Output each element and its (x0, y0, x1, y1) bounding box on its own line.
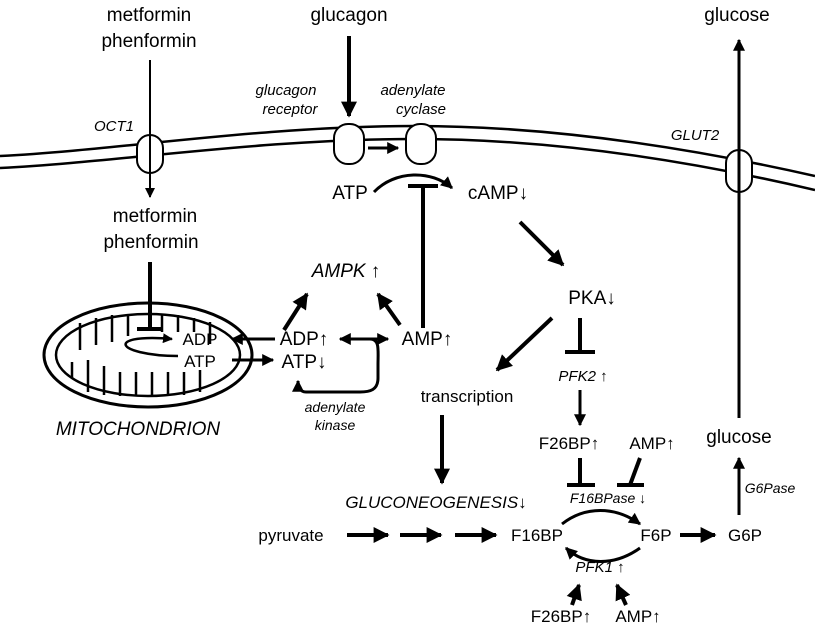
amp-label-bottom: AMP↑ (615, 607, 660, 626)
pyruvate-label: pyruvate (258, 526, 323, 545)
f26bp-activates-pfk1 (566, 583, 582, 606)
phenformin-in-label: phenformin (103, 232, 198, 253)
camp-label: cAMP↓ (468, 183, 528, 204)
atp-label: ATP (332, 183, 368, 204)
pfk2-label: PFK2 ↑ (558, 368, 607, 385)
f16bp-label: F16BP (511, 526, 563, 545)
adenylate-cyclase-label-1: adenylate (380, 82, 445, 99)
mitochondrion (42, 301, 254, 409)
pka-label: PKA↓ (568, 288, 616, 309)
glucagon-label: glucagon (310, 5, 387, 26)
gluconeogenesis-label: GLUCONEOGENESIS↓ (345, 493, 526, 512)
amp-cyto-label: AMP↑ (402, 329, 453, 350)
adp-cyto-label: ADP↑ (280, 329, 329, 350)
oct1-label: OCT1 (94, 118, 134, 135)
g6p-label: G6P (728, 526, 762, 545)
f16bpase-label: F16BPase ↓ (570, 490, 646, 506)
amp-activates-ampk (376, 292, 402, 327)
f6p-to-f16bp-arrow (564, 546, 641, 563)
amp-inhibits-f16bpase (628, 457, 642, 486)
adenylate-kinase-loop (292, 337, 380, 394)
phenformin-top-label: phenformin (101, 31, 196, 52)
atp-to-camp-arrow (372, 173, 454, 194)
glucagon-receptor-label-2: receptor (262, 101, 318, 118)
adenylate-kinase-label-1: adenylate (305, 399, 366, 415)
metformin-in-label: metformin (113, 206, 197, 227)
adenylate-kinase-label-2: kinase (315, 417, 356, 433)
camp-to-pka-arrow (518, 220, 565, 267)
adenylate-cyclase (405, 123, 437, 165)
mitochondrion-label: MITOCHONDRION (56, 419, 221, 440)
mito-adp-label: ADP (183, 330, 218, 349)
ampk-label: AMPK ↑ (311, 261, 381, 282)
amp-activates-pfk1 (615, 583, 631, 606)
g6pase-label: G6Pase (745, 480, 796, 496)
glucagon-receptor-label-1: glucagon (256, 82, 317, 99)
transcription-label: transcription (421, 387, 514, 406)
glucose-in-label: glucose (706, 427, 772, 448)
f26bp-label-bottom: F26BP↑ (531, 607, 591, 626)
glucose-out-label: glucose (704, 5, 770, 26)
pfk1-label: PFK1 ↑ (575, 559, 624, 576)
f6p-label: F6P (640, 526, 671, 545)
amp-label-top: AMP↑ (629, 434, 674, 453)
f26bp-label-top: F26BP↑ (539, 434, 599, 453)
metformin-top-label: metformin (107, 5, 191, 26)
f16bp-to-f6p-arrow (561, 509, 641, 526)
pka-to-transcription-arrow (495, 316, 554, 372)
adp-activates-ampk (282, 292, 309, 332)
mito-atp-label: ATP (184, 352, 216, 371)
glucagon-receptor (333, 123, 365, 165)
adenylate-cyclase-label-2: cyclase (396, 101, 446, 118)
atp-cyto-label: ATP↓ (281, 352, 326, 373)
glut2-label: GLUT2 (671, 127, 720, 144)
